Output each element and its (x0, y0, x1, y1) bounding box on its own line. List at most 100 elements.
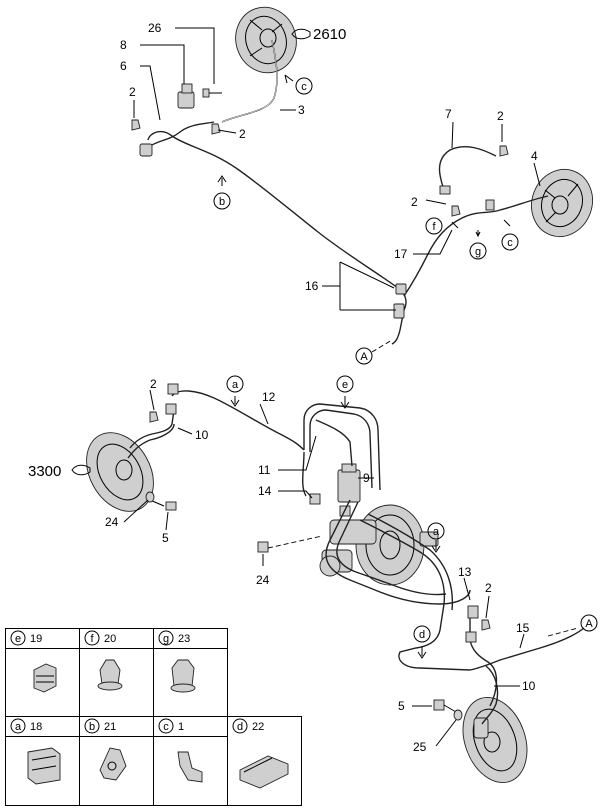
bracket-bolt (202, 88, 222, 98)
circled-letter-A-right: A (580, 614, 598, 632)
label-2-f: 2 (485, 581, 492, 595)
svg-text:a: a (232, 379, 239, 391)
front-clip-left (149, 411, 159, 423)
label-12: 12 (262, 390, 276, 404)
svg-text:e: e (15, 633, 21, 645)
label-3: 3 (298, 103, 305, 117)
legend-cell-f-20: f 20 (84, 630, 123, 691)
legend-cell-a-18: a 18 (10, 718, 61, 785)
label-13: 13 (458, 565, 472, 579)
callout-labels: 26 8 6 2 3 2 2610 7 2 4 2 17 16 2 12 10 … (28, 21, 538, 754)
svg-text:g: g (163, 633, 169, 645)
svg-text:d: d (237, 721, 243, 733)
label-4: 4 (531, 149, 538, 163)
rear-left-backing-plate (235, 6, 297, 74)
rear-crossover-pipe (147, 121, 549, 345)
svg-text:a: a (433, 526, 440, 538)
circled-letter-f: f (425, 217, 443, 235)
bolt-5-left (149, 499, 177, 511)
label-10-a: 10 (195, 428, 209, 442)
svg-text:18: 18 (30, 721, 42, 733)
washer-24-left (145, 491, 155, 503)
label-2610: 2610 (313, 26, 346, 43)
circled-letter-b: b (213, 192, 231, 210)
front-right-hose (481, 665, 499, 725)
svg-text:22: 22 (252, 721, 264, 733)
label-5-a: 5 (162, 531, 169, 545)
svg-text:19: 19 (30, 633, 42, 645)
front-right-brake-disc (462, 696, 528, 784)
front-left-backing-plate (86, 432, 154, 512)
label-2-a: 2 (129, 85, 136, 99)
legend-cell-b-21: b 21 (84, 718, 127, 781)
svg-text:f: f (432, 221, 436, 233)
circled-letter-g: g (469, 242, 487, 260)
label-2-c: 2 (497, 109, 504, 123)
label-8: 8 (120, 38, 127, 52)
circled-letter-e: e (336, 375, 354, 393)
rear-clip-lower-right (451, 205, 461, 217)
rear-right-backing-plate (531, 168, 593, 238)
legend-cell-e-19: e 19 (10, 630, 57, 693)
label-10-b: 10 (522, 679, 536, 693)
svg-text:d: d (419, 629, 425, 641)
svg-text:1: 1 (178, 721, 184, 733)
bolt-24-center (257, 541, 269, 553)
svg-text:c: c (163, 721, 169, 733)
svg-text:20: 20 (104, 633, 116, 645)
svg-text:f: f (90, 633, 94, 645)
front-left-hose (127, 423, 175, 459)
label-3300: 3300 (28, 463, 61, 480)
hose-bracket (177, 83, 195, 109)
proportioning-valve (337, 463, 361, 517)
front-clip-right (481, 619, 491, 631)
svg-text:a: a (15, 721, 22, 733)
svg-text:c: c (301, 81, 307, 93)
svg-text:g: g (475, 246, 481, 258)
label-2-e: 2 (150, 377, 157, 391)
label-24-a: 24 (105, 515, 119, 529)
label-26: 26 (148, 21, 162, 35)
svg-text:A: A (360, 351, 368, 363)
label-11: 11 (258, 463, 271, 477)
label-25: 25 (413, 740, 427, 754)
circled-letter-d: d (413, 625, 431, 643)
label-15: 15 (516, 621, 530, 635)
legend-cell-g-23: g 23 (158, 630, 196, 693)
rear-clip-mid (211, 123, 221, 135)
label-6: 6 (120, 59, 127, 73)
svg-text:e: e (342, 379, 348, 391)
rear-clip-left (131, 119, 141, 131)
label-2-d: 2 (411, 195, 418, 209)
label-5-b: 5 (398, 699, 405, 713)
svg-text:A: A (585, 618, 593, 630)
legend-cell-d-22: d 22 (232, 718, 289, 789)
circled-letter-a-left: a (226, 375, 244, 393)
rear-clip-upper-right (499, 145, 509, 157)
label-14: 14 (258, 484, 272, 498)
svg-text:b: b (89, 721, 95, 733)
svg-text:21: 21 (104, 721, 116, 733)
label-16: 16 (305, 279, 319, 293)
hand-pointer-3300 (71, 464, 91, 476)
label-24-b: 24 (256, 573, 270, 587)
svg-text:c: c (507, 237, 513, 249)
washer-25 (453, 709, 463, 721)
svg-text:b: b (219, 196, 225, 208)
front-brake-pipes (129, 390, 585, 707)
label-17: 17 (394, 247, 408, 261)
circled-letter-a-right: a (427, 522, 445, 540)
bolt-5-right (433, 699, 457, 713)
hand-pointer-2610 (291, 28, 311, 40)
circled-letter-A-top: A (355, 347, 373, 365)
svg-text:23: 23 (178, 633, 190, 645)
label-7: 7 (445, 107, 452, 121)
clip-legend-table: e 19 f 20 g 23 a 18 b (5, 628, 302, 806)
label-2-b: 2 (239, 127, 246, 141)
brake-booster (355, 504, 439, 586)
circled-letter-c-top: c (295, 77, 313, 95)
label-9: 9 (363, 471, 370, 485)
legend-cell-c-1: c 1 (158, 718, 203, 783)
circled-letter-c-mid: c (501, 233, 519, 251)
